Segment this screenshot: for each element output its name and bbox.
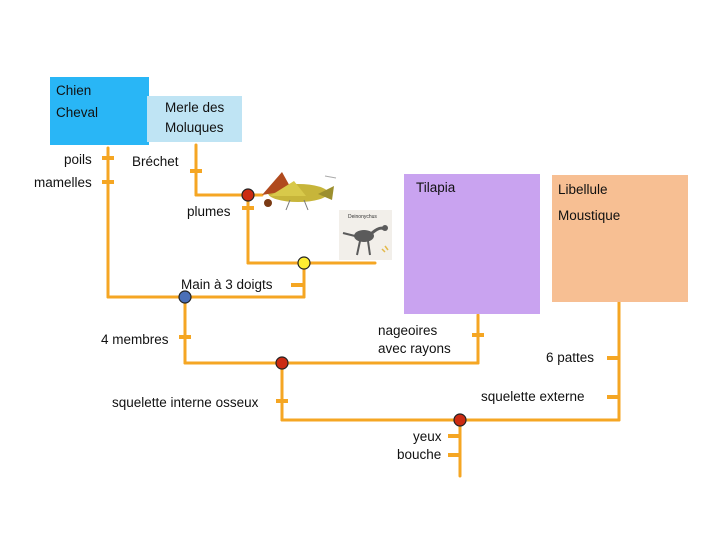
trait-nageoires: nageoires avec rayons: [378, 322, 451, 358]
trait-brechet: Bréchet: [132, 154, 179, 169]
node-vertebrates: [275, 356, 289, 370]
fossil-bird-illustration: [262, 172, 337, 211]
trait-mamelles: mamelles: [34, 175, 92, 190]
insects-box: [552, 175, 688, 302]
species-chien: Chien: [56, 83, 92, 98]
trait-plumes: plumes: [187, 204, 231, 219]
branch-nodes: [178, 188, 467, 427]
trait-nageoires-line2: avec rayons: [378, 341, 451, 356]
mammals-box: [50, 77, 149, 145]
node-tetrapods: [178, 290, 192, 304]
dinosaur-caption: Deinonychus: [348, 214, 377, 220]
species-tilapia: Tilapia: [416, 180, 456, 195]
bird-box: [147, 96, 242, 142]
trait-bouche: bouche: [397, 447, 442, 462]
node-yeux-bouche: [453, 413, 467, 427]
trait-yeux: yeux: [413, 429, 442, 444]
insects-label: Libellule Moustique: [558, 177, 620, 229]
fish-box: [404, 174, 540, 314]
dinosaur-illustration: Deinonychus: [339, 210, 392, 260]
species-merle-line1: Merle des: [165, 100, 225, 115]
trait-main-3-doigts: Main à 3 doigts: [181, 277, 273, 292]
trait-nageoires-line1: nageoires: [378, 323, 438, 338]
trait-squelette-externe: squelette externe: [481, 389, 585, 404]
node-avialae: [241, 188, 255, 202]
trait-4-membres: 4 membres: [101, 332, 169, 347]
species-cheval: Cheval: [56, 105, 99, 120]
species-libellule: Libellule: [558, 182, 608, 197]
trait-poils: poils: [64, 152, 92, 167]
trait-squelette-interne: squelette interne osseux: [112, 395, 259, 410]
trait-ticks: [102, 156, 619, 457]
species-merle-line2: Moluques: [165, 120, 224, 135]
node-dinosaurs: [297, 256, 311, 270]
bird-label: Merle des Moluques: [165, 98, 224, 138]
trait-6-pattes: 6 pattes: [546, 350, 595, 365]
mammals-label: Chien Cheval: [56, 80, 98, 124]
branch-lines: [106, 143, 621, 478]
species-moustique: Moustique: [558, 208, 621, 223]
